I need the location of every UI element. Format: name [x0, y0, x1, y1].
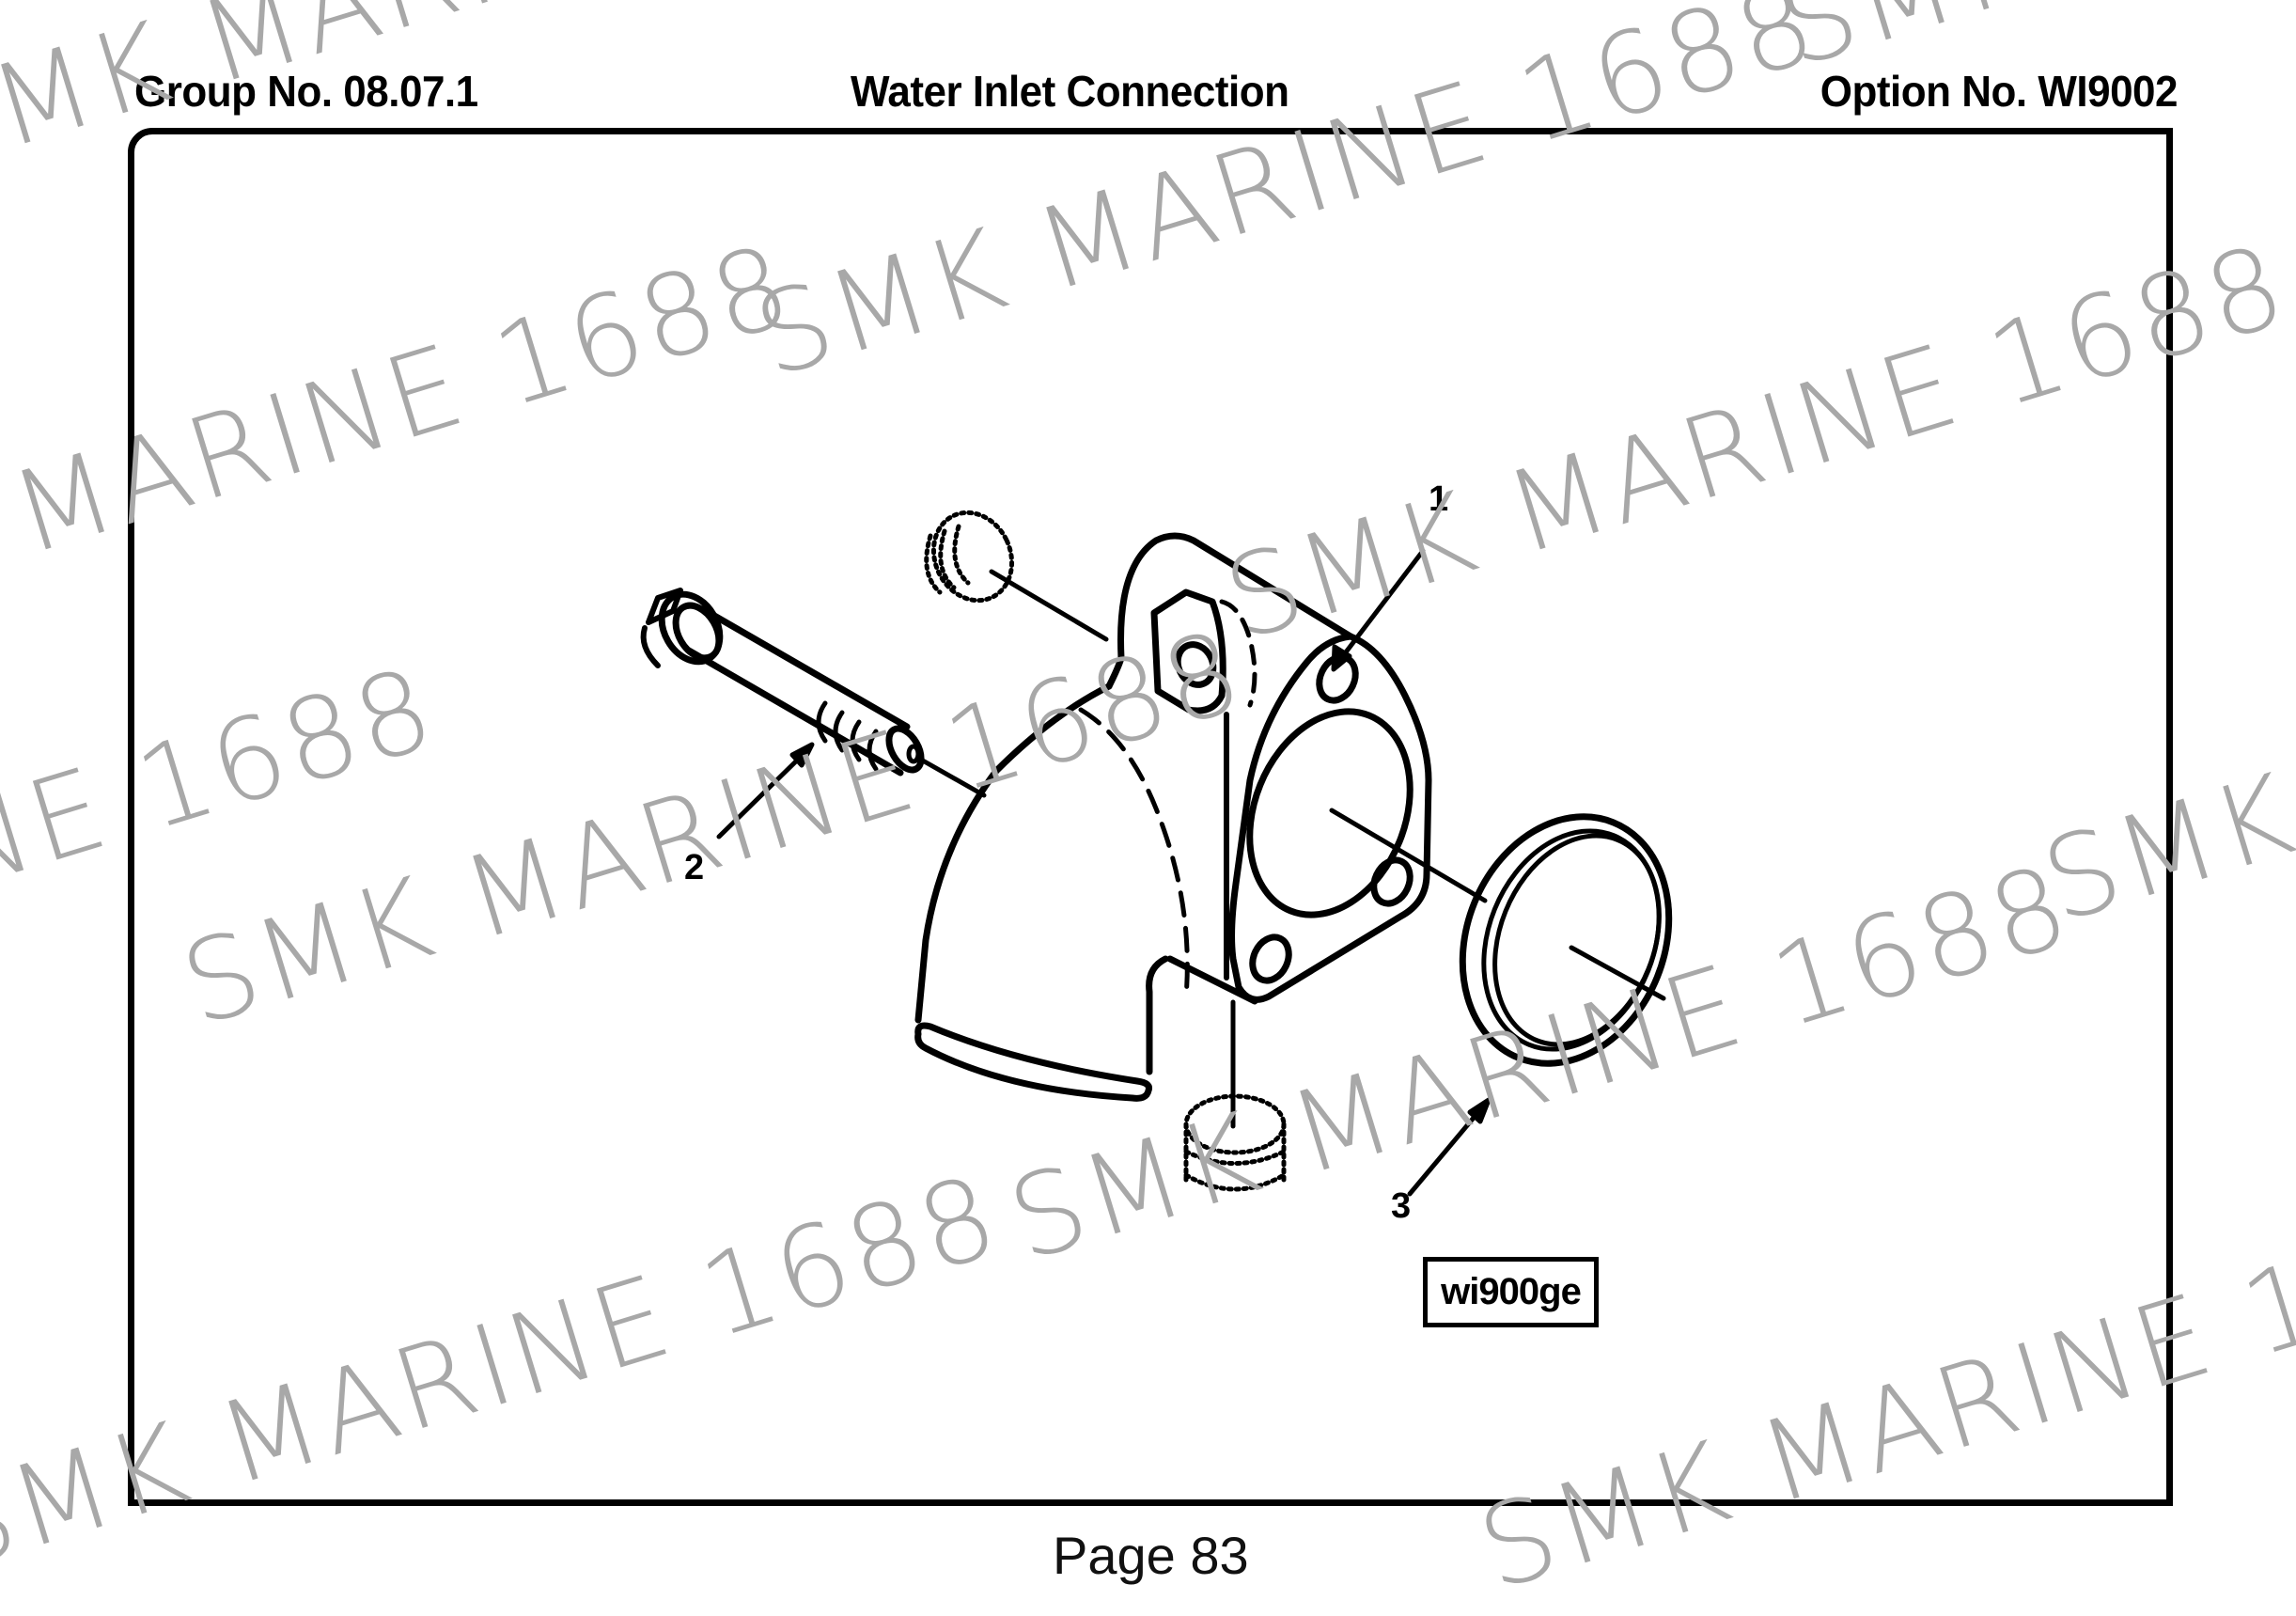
- illustration-reference-code: wi900ge: [1423, 1257, 1599, 1327]
- callout-2: 2: [684, 848, 705, 887]
- callout-3: 3: [1391, 1186, 1412, 1226]
- page-title: Water Inlet Connection: [851, 68, 1289, 117]
- callout-1: 1: [1429, 479, 1449, 519]
- seal-ring-part: [1459, 813, 1673, 1067]
- diagram-frame: [128, 128, 2173, 1506]
- option-number: Option No. WI9002: [1820, 68, 2179, 117]
- page-number: Page 83: [1053, 1526, 1249, 1585]
- capscrew-part: [640, 588, 987, 798]
- callout-arrows: [716, 548, 1492, 1197]
- group-number: Group No. 08.07.1: [134, 68, 478, 117]
- pipe-plug-bottom: [1183, 1093, 1287, 1192]
- water-inlet-body: [914, 532, 1432, 1102]
- pipe-plug-top: [924, 510, 1015, 604]
- flange-leader: [1329, 808, 1488, 903]
- plug-top-leader: [989, 569, 1109, 642]
- ring-leader: [1569, 945, 1666, 1001]
